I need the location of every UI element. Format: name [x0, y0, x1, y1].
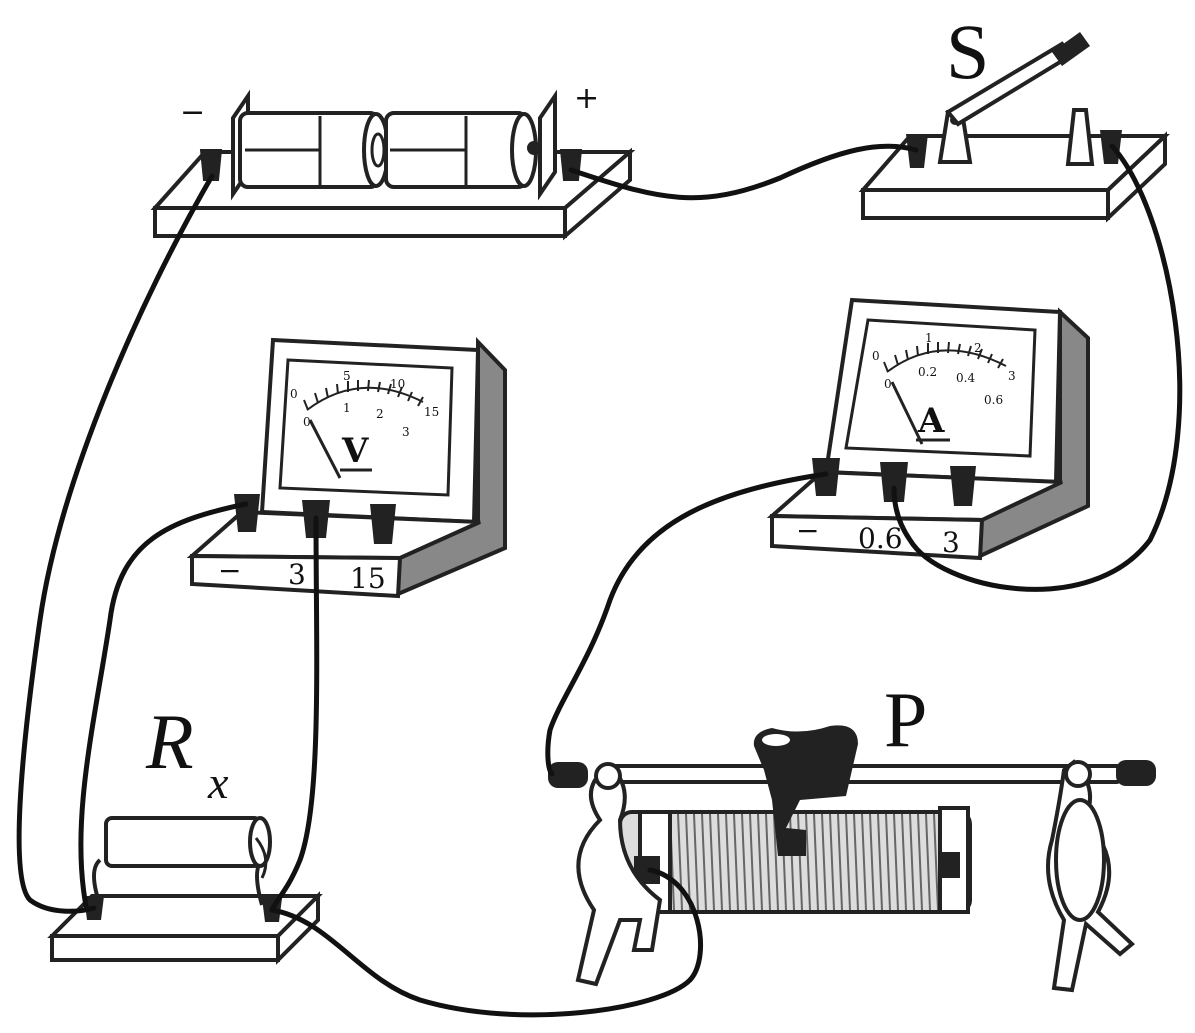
ammeter-terminal-label-negative: −	[796, 514, 819, 547]
resistor-rx: R x	[47, 698, 323, 965]
resistor-base-front	[50, 934, 280, 962]
ammeter-scale-upper-3: 3	[1008, 369, 1016, 383]
ammeter-dial	[844, 318, 1037, 458]
ammeter-symbol: A	[917, 401, 945, 441]
voltmeter-terminal-label-negative: −	[218, 554, 241, 587]
voltmeter-scale-upper-3: 15	[424, 405, 439, 419]
ammeter-scale-lower-2: 0.4	[956, 371, 975, 385]
ammeter-scale-upper-1: 1	[925, 331, 933, 345]
ammeter-scale-lower-3: 0.6	[984, 393, 1003, 407]
wire-switch-to-ammeter	[891, 143, 1183, 592]
wire-voltmeter-neg-to-resistor	[78, 501, 249, 909]
voltmeter: 0 5 10 15 0 1 2 3 V − 3 15	[186, 337, 507, 599]
battery-pack: − +	[150, 81, 636, 241]
knife-switch: S	[858, 8, 1171, 223]
voltmeter-ticks	[303, 379, 424, 411]
voltmeter-symbol: V	[341, 431, 369, 471]
ammeter-scale-lower-1: 0.2	[918, 365, 937, 379]
voltmeter-terminal-15[interactable]	[370, 504, 396, 544]
switch-base-front	[861, 188, 1110, 220]
battery-base-front	[153, 206, 567, 238]
wires	[16, 143, 1183, 1018]
voltmeter-dial	[278, 358, 454, 497]
rheostat-terminal-lower-right[interactable]	[938, 852, 960, 878]
resistor-body	[104, 816, 262, 868]
ammeter-terminal-3[interactable]	[950, 466, 976, 506]
ammeter-terminal-label-3: 3	[942, 526, 960, 559]
rheostat-rod-end-right[interactable]	[1116, 760, 1156, 786]
wire-ammeter-to-rheostat	[545, 471, 829, 777]
voltmeter-scale-lower-2: 2	[376, 407, 384, 421]
ammeter-scale-upper-0: 0	[872, 349, 880, 363]
rheostat: P	[548, 676, 1156, 993]
switch-contact-clip	[1065, 108, 1095, 166]
ammeter-ticks	[883, 341, 1004, 373]
ammeter-terminal-0.6[interactable]	[880, 462, 908, 502]
battery-bracket-right	[538, 89, 557, 201]
voltmeter-terminal-negative[interactable]	[234, 494, 260, 532]
ammeter-base-front	[770, 513, 985, 561]
voltmeter-scale-lower-3: 3	[402, 425, 410, 439]
battery-terminal-positive[interactable]	[559, 149, 583, 181]
ammeter-needle	[890, 381, 924, 445]
switch-base-side	[1106, 131, 1167, 223]
voltmeter-scale-upper-2: 10	[390, 377, 405, 391]
resistor-subscript: x	[207, 757, 229, 808]
rheostat-windings	[669, 813, 939, 911]
resistor-label: R	[145, 698, 194, 785]
voltmeter-scale-lower-0: 0	[303, 415, 311, 429]
voltmeter-scale-upper-0: 0	[290, 387, 298, 401]
voltmeter-scale-lower-1: 1	[343, 401, 351, 415]
voltmeter-terminal-label-15: 15	[350, 562, 386, 595]
wire-battery-to-switch	[568, 143, 919, 201]
wire-battery-to-resistor	[16, 173, 215, 914]
ammeter-scale-lower-0: 0	[884, 377, 892, 391]
voltmeter-terminal-label-3: 3	[288, 558, 306, 591]
ammeter-terminal-negative[interactable]	[812, 458, 840, 496]
resistor-base-side	[276, 891, 320, 965]
ammeter-scale-arc	[886, 349, 1007, 373]
wire-resistor-to-rheostat	[269, 867, 704, 1018]
ammeter-terminal-label-0.6: 0.6	[858, 522, 903, 555]
switch-label: S	[946, 8, 989, 95]
rheostat-rod-end-left[interactable]	[548, 762, 588, 788]
voltmeter-needle	[308, 419, 342, 479]
ammeter-scale-upper-2: 2	[974, 341, 982, 355]
battery-negative-sign: −	[180, 95, 205, 130]
switch-handle[interactable]	[1052, 32, 1090, 66]
rheostat-label: P	[884, 676, 927, 763]
battery-positive-sign: +	[574, 81, 599, 116]
voltmeter-scale-arc	[306, 386, 424, 411]
battery-base-side	[563, 147, 632, 241]
voltmeter-scale-upper-1: 5	[343, 369, 351, 383]
rheostat-frame-left	[575, 768, 663, 987]
rheostat-slider[interactable]	[753, 725, 858, 856]
voltmeter-base-front	[190, 553, 403, 599]
ammeter: 0 1 2 3 0 0.2 0.4 0.6 A − 0.6 3	[766, 297, 1090, 561]
rheostat-rod	[598, 764, 1122, 784]
battery-terminal-negative[interactable]	[199, 149, 223, 181]
wire-voltmeter-3-to-resistor	[269, 515, 320, 913]
